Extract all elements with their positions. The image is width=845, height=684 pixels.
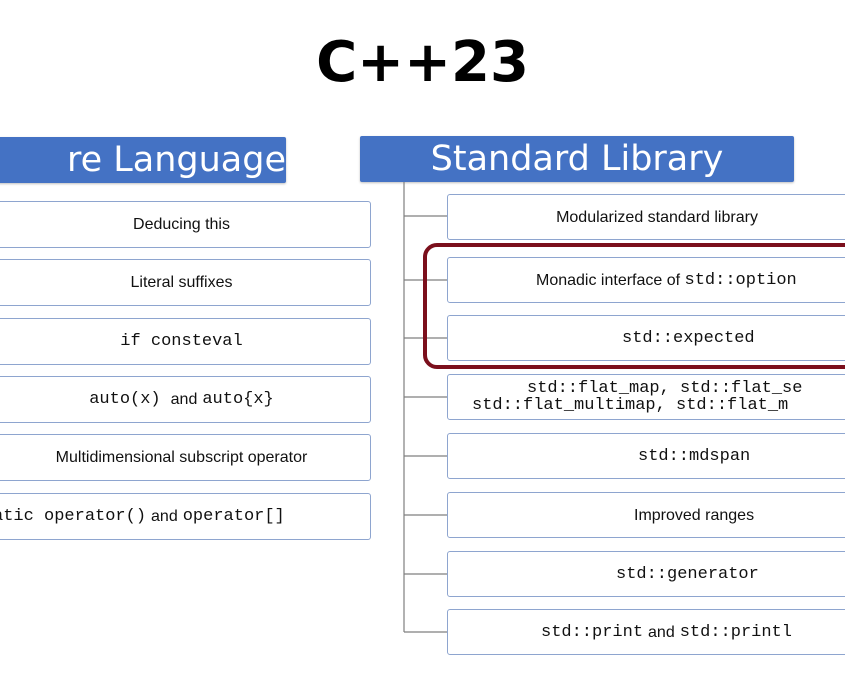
core-item-code: if consteval <box>120 332 243 351</box>
core-item-code: auto(x) <box>89 390 161 409</box>
lib-item-code: std::flat_map, std::flat_se <box>527 379 803 398</box>
lib-item-expected: std::expected <box>447 315 845 361</box>
core-language-header-label: re Language <box>66 140 286 180</box>
core-item-label: Deducing this <box>133 216 230 233</box>
lib-item-code: std::option <box>684 270 797 290</box>
lib-item-label: Monadic interface of <box>536 271 685 289</box>
lib-item-code: std::printl <box>679 622 792 642</box>
lib-item-flat-containers: std::flat_map, std::flat_se std::flat_mu… <box>447 374 845 420</box>
core-item-literal-suffixes: Literal suffixes <box>0 259 371 306</box>
core-item-code: atic operator() <box>0 507 147 526</box>
core-item-label: Multidimensional subscript operator <box>55 449 308 466</box>
lib-item-modularized: Modularized standard library <box>447 194 845 240</box>
standard-library-header: Standard Library <box>360 136 794 182</box>
lib-item-improved-ranges: Improved ranges <box>447 492 845 538</box>
lib-item-monadic-optional: Monadic interface of std::option <box>447 257 845 303</box>
lib-item-mdspan: std::mdspan <box>447 433 845 479</box>
lib-item-label: Modularized standard library <box>556 208 758 226</box>
lib-item-code: std::mdspan <box>638 446 751 466</box>
core-item-if-consteval: if consteval <box>0 318 371 365</box>
core-item-label: and <box>151 508 178 525</box>
core-language-header: re Language <box>0 137 286 183</box>
lib-item-generator: std::generator <box>447 551 845 597</box>
lib-item-label: and <box>648 623 675 641</box>
core-item-label: Literal suffixes <box>130 274 233 291</box>
core-item-code: operator[] <box>182 507 285 526</box>
lib-item-label: Improved ranges <box>634 506 755 524</box>
standard-library-header-label: Standard Library <box>430 139 724 179</box>
core-item-code: auto{x} <box>202 390 274 409</box>
lib-item-code: std::expected <box>622 328 755 348</box>
page-title: C++23 <box>316 30 529 95</box>
core-item-multidim-subscript: Multidimensional subscript operator <box>0 434 371 481</box>
lib-item-code: std::print <box>541 622 644 642</box>
core-item-deducing-this: Deducing this <box>0 201 371 248</box>
highlight-frame <box>423 243 845 369</box>
core-item-label: and <box>170 391 198 408</box>
lib-item-code: std::flat_multimap, std::flat_m <box>472 396 789 415</box>
lib-item-code: std::generator <box>616 564 759 584</box>
